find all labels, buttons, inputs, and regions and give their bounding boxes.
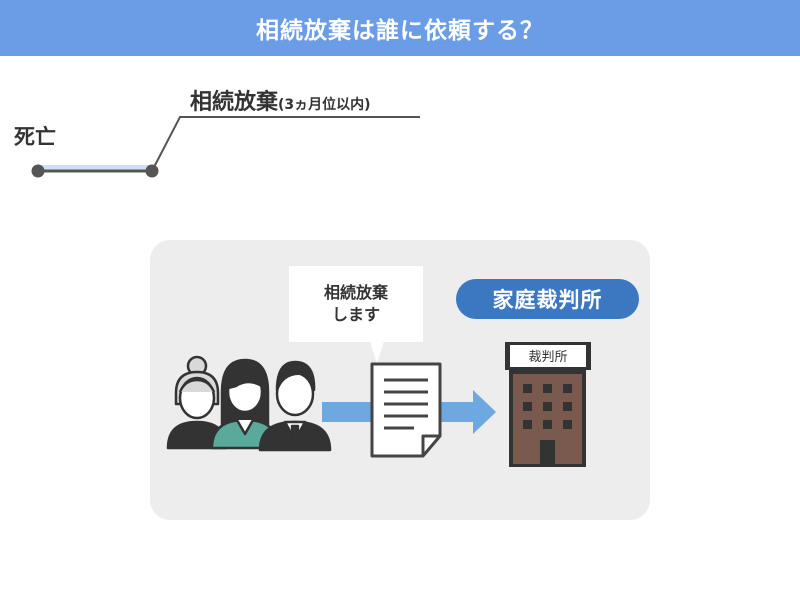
- page-title: 相続放棄は誰に依頼する？: [256, 18, 544, 44]
- page-header: 相続放棄は誰に依頼する？: [0, 0, 800, 56]
- family-group-icon: [166, 355, 332, 452]
- death-label: 死亡: [14, 125, 56, 149]
- flow-arrow-icon: [322, 390, 496, 434]
- speech-bubble-line-1: 相続放棄: [323, 283, 388, 302]
- speech-bubble: [289, 266, 423, 364]
- timeline: [31, 116, 420, 178]
- family-court-label-text: 家庭裁判所: [492, 288, 603, 312]
- woman-icon: [210, 358, 280, 450]
- renounce-period-note: (3ヵ月位以内): [278, 97, 371, 113]
- renounce-label: 相続放棄(3ヵ月位以内): [190, 84, 371, 116]
- timeline-start-dot: [31, 164, 45, 178]
- timeline-highlight: [38, 165, 152, 170]
- speech-bubble-text: 相続放棄 します: [290, 282, 422, 326]
- renounce-title: 相続放棄: [190, 90, 279, 115]
- building-sign: 裁判所: [528, 349, 568, 365]
- document-icon: [370, 362, 442, 458]
- family-court-label: 家庭裁判所: [456, 279, 639, 319]
- timeline-callout-line: [151, 116, 420, 172]
- speech-bubble-line-2: します: [331, 305, 380, 324]
- man-icon: [258, 360, 332, 452]
- court-building-icon: [505, 342, 591, 467]
- elderly-woman-icon: [166, 355, 228, 450]
